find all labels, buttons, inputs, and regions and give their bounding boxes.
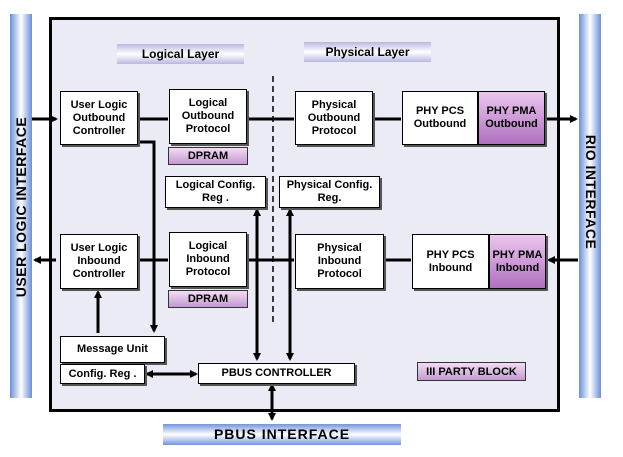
phy-pma-outbound: PHY PMA Outbound [478, 91, 545, 145]
physical-inbound-protocol: Physical Inbound Protocol [295, 234, 384, 289]
user-logic-interface-bar [10, 14, 32, 398]
user-logic-inbound-controller: User Logic Inbound Controller [60, 234, 138, 289]
pbus-interface-label: PBUS INTERFACE [213, 426, 351, 442]
phy-pcs-inbound: PHY PCS Inbound [412, 234, 489, 289]
logical-config-register: Logical Config. Reg . [165, 176, 266, 208]
rio-interface-bar [579, 14, 601, 398]
pbus-interface-bar [163, 424, 401, 445]
pbus-controller: PBUS CONTROLLER [198, 363, 355, 384]
core-block [49, 17, 560, 412]
logical-layer-header: Logical Layer [117, 44, 244, 64]
physical-outbound-protocol: Physical Outbound Protocol [295, 91, 373, 145]
dpram-inbound: DPRAM [168, 290, 248, 308]
third-party-block: III PARTY BLOCK [417, 362, 526, 381]
config-register: Config. Reg . [60, 364, 145, 384]
physical-layer-header: Physical Layer [304, 42, 431, 62]
phy-pcs-outbound: PHY PCS Outbound [402, 91, 478, 145]
logical-inbound-protocol: Logical Inbound Protocol [169, 232, 247, 287]
phy-pma-inbound: PHY PMA Inbound [489, 234, 546, 289]
user-logic-outbound-controller: User Logic Outbound Controller [60, 91, 138, 145]
dpram-outbound: DPRAM [168, 147, 248, 165]
message-unit: Message Unit [60, 336, 165, 363]
physical-config-register: Physical Config. Reg. [279, 176, 380, 208]
logical-outbound-protocol: Logical Outbound Protocol [169, 89, 247, 144]
